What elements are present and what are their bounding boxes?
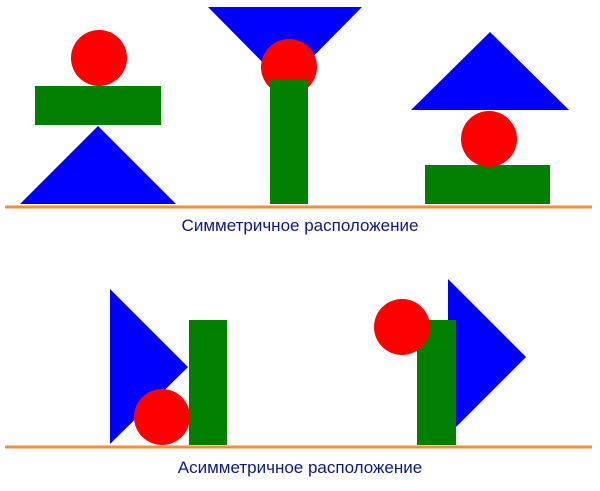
blue-triangle [20, 126, 176, 204]
red-circle [134, 389, 190, 445]
red-circle [71, 30, 127, 86]
symmetric-figure-3 [411, 32, 569, 204]
red-circle [374, 299, 430, 355]
symmetric-figure-1 [20, 30, 176, 204]
green-bar [35, 86, 161, 125]
caption-symmetric: Симметричное расположение [181, 216, 419, 235]
green-pillar [189, 320, 227, 445]
red-circle [461, 111, 517, 167]
symmetric-figure-2 [208, 7, 362, 204]
caption-asymmetric: Асимметричное расположение [177, 458, 423, 477]
blue-right-triangle [110, 289, 188, 444]
asymmetric-figure-1 [110, 289, 227, 445]
green-pillar [270, 79, 308, 204]
green-bar [425, 165, 550, 204]
asymmetric-figure-2 [374, 279, 526, 445]
blue-triangle [411, 32, 569, 110]
blue-right-triangle [448, 279, 526, 435]
